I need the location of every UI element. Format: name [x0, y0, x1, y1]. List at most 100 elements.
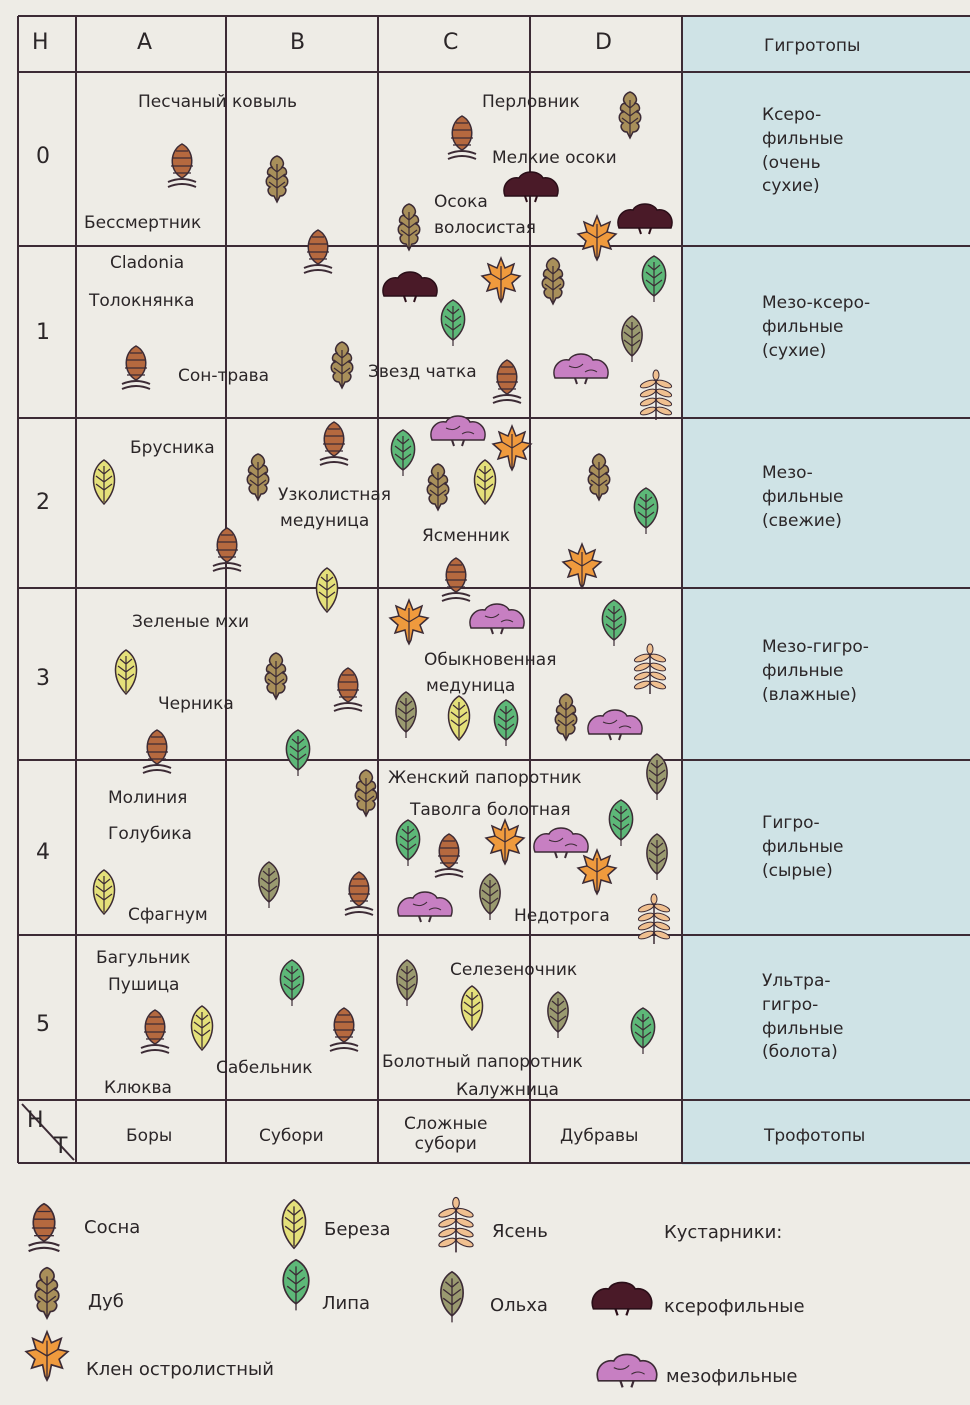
plant-label: Черника	[158, 694, 234, 714]
row-label-1: 1	[36, 320, 50, 345]
linden-icon	[613, 1000, 673, 1060]
legend-xero-shrub-label: ксерофильные	[664, 1296, 805, 1317]
alder-icon	[239, 854, 299, 914]
pine-icon	[11, 1195, 77, 1261]
linden-icon	[476, 692, 536, 752]
trophotope-d: Дубравы	[560, 1126, 638, 1146]
hygrotope-title: Гигротопы	[764, 36, 860, 56]
ash-icon	[620, 640, 680, 700]
col-label-c: C	[443, 30, 458, 55]
plant-label: Сон-трава	[178, 366, 269, 386]
pine-icon	[304, 414, 364, 474]
hygrotope-row-2: Мезо-фильные (свежие)	[762, 462, 843, 533]
plant-label: Песчаный ковыль	[138, 92, 297, 112]
legend-pine-label: Сосна	[84, 1217, 140, 1238]
alder-icon	[376, 684, 436, 744]
pine-icon	[288, 222, 348, 282]
trophotope-title: Трофотопы	[764, 1126, 865, 1146]
birch-icon	[74, 862, 134, 922]
plant-label: Брусника	[130, 438, 215, 458]
linden-icon	[268, 722, 328, 782]
birch-icon	[172, 998, 232, 1058]
legend-maple-label: Клен остролистный	[86, 1359, 274, 1380]
row-label-5: 5	[36, 1012, 50, 1037]
linden-icon	[616, 480, 676, 540]
linden-icon	[263, 1251, 329, 1317]
alder-icon	[627, 826, 687, 886]
birch-icon	[442, 978, 502, 1038]
oak-icon	[246, 647, 306, 707]
plant-label: Женский папоротник	[388, 768, 582, 788]
row-label-2: 2	[36, 490, 50, 515]
alder-icon	[460, 866, 520, 926]
oak-icon	[379, 198, 439, 258]
footer-corner-t: T	[54, 1134, 67, 1159]
legend-birch-label: Береза	[324, 1219, 391, 1240]
plant-label: Бессмертник	[84, 213, 201, 233]
pine-icon	[318, 660, 378, 720]
pine-icon	[152, 136, 212, 196]
ash-icon	[626, 366, 686, 426]
plant-label: Сфагнум	[128, 905, 208, 925]
legend-shrubs-title: Кустарники:	[664, 1222, 782, 1243]
plant-label: Багульник	[96, 948, 190, 968]
alder-icon	[528, 984, 588, 1044]
plant-label: Ясменник	[422, 526, 510, 546]
plant-label: Сабельник	[216, 1058, 313, 1078]
oak-icon	[228, 448, 288, 508]
col-label-b: B	[290, 30, 305, 55]
oak-icon	[247, 150, 307, 210]
mesophilic-shrub-icon	[467, 590, 527, 650]
legend-alder-label: Ольха	[490, 1295, 548, 1316]
col-label-d: D	[595, 30, 612, 55]
linden-icon	[262, 952, 322, 1012]
plant-label: Клюква	[104, 1078, 172, 1098]
maple-icon	[567, 842, 627, 902]
pine-icon	[432, 108, 492, 168]
plant-label: Зеленые мхи	[132, 612, 249, 632]
plant-label: Звезд чатка	[368, 362, 477, 382]
plant-label: Осока	[434, 192, 488, 212]
footer-corner-h: H	[27, 1108, 44, 1133]
plant-label: Cladonia	[110, 253, 184, 273]
hygrotope-row-4: Гигро-фильные (сырые)	[762, 812, 843, 883]
plant-label: Обыкновенная	[424, 650, 556, 670]
trophotope-b: Субори	[259, 1126, 324, 1146]
trophotope-a: Боры	[126, 1126, 172, 1146]
birch-icon	[96, 642, 156, 702]
row-label-4: 4	[36, 840, 50, 865]
plant-label: Пушица	[108, 975, 179, 995]
oak-icon	[312, 336, 372, 396]
alder-icon	[377, 952, 437, 1012]
plant-label: Молиния	[108, 788, 187, 808]
plant-label: Узколистная	[278, 485, 391, 505]
maple-icon	[379, 592, 439, 652]
hygrotope-row-5: Ультра-гигро- фильные(болота)	[762, 970, 843, 1065]
plant-label: Болотный папоротник	[382, 1052, 583, 1072]
plant-label: Голубика	[108, 824, 192, 844]
plant-label: Калужница	[456, 1080, 559, 1100]
pine-icon	[127, 722, 187, 782]
ecological-grid: H A B C D Гигротопы 0 1 2 3 4 5 Ксеро-фи…	[0, 0, 970, 1165]
oak-icon	[600, 86, 660, 146]
maple-icon	[475, 812, 535, 872]
legend-meso-shrub-label: мезофильные	[666, 1366, 798, 1387]
oak-icon	[523, 252, 583, 312]
alder-icon	[602, 308, 662, 368]
birch-icon	[455, 452, 515, 512]
pine-icon	[197, 520, 257, 580]
mesophilic-shrub-icon	[551, 340, 611, 400]
alder-icon	[419, 1263, 485, 1329]
hygrotope-row-1: Мезо-ксеро-фильные (сухие)	[762, 292, 870, 363]
linden-icon	[624, 248, 684, 308]
xerophilic-shrub-icon	[589, 1267, 655, 1333]
plant-label: Толокнянка	[89, 291, 194, 311]
legend-ash-label: Ясень	[492, 1221, 548, 1242]
plant-label: волосистая	[434, 218, 536, 238]
ash-icon	[423, 1193, 489, 1259]
mesophilic-shrub-icon	[395, 878, 455, 938]
linden-icon	[423, 292, 483, 352]
plant-label: Перловник	[482, 92, 580, 112]
birch-icon	[297, 560, 357, 620]
